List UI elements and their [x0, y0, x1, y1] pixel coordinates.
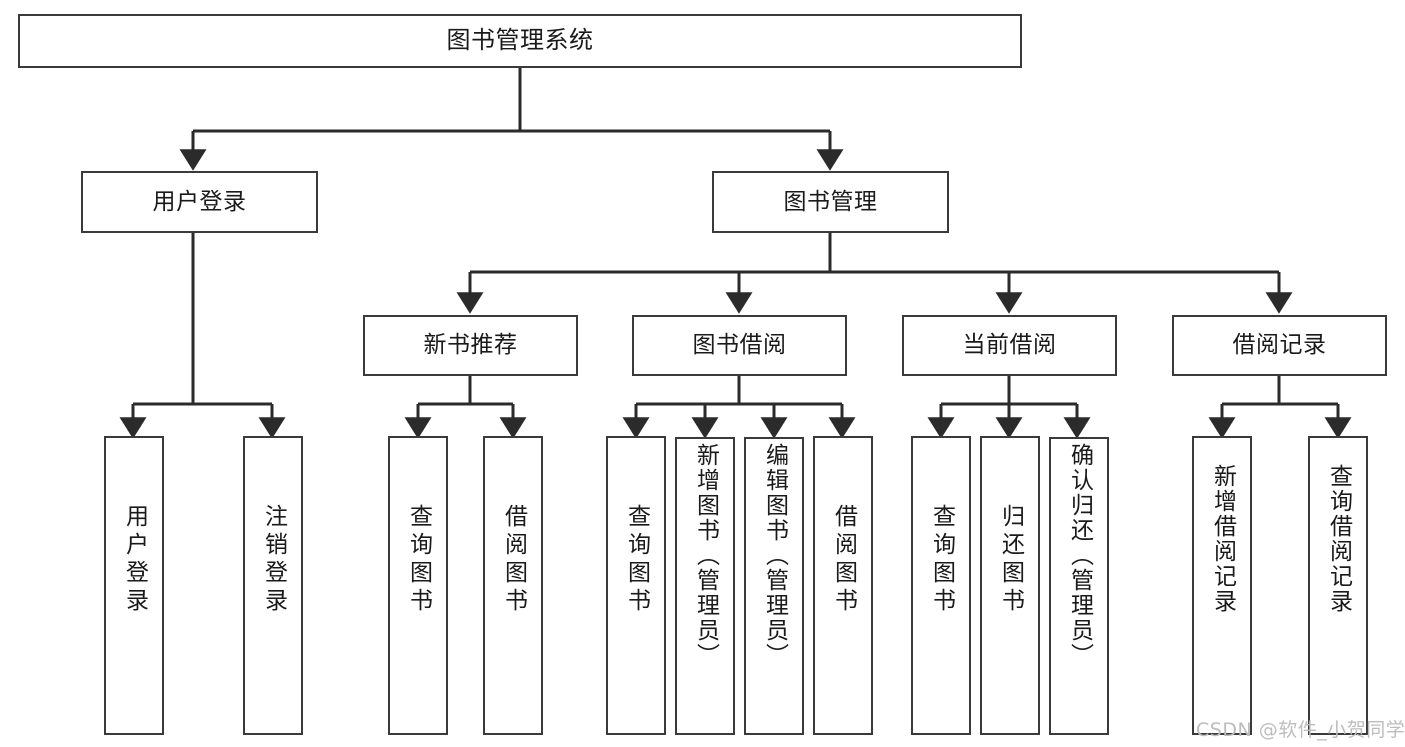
leaf-query-book-2-label: 查询图书: [623, 504, 650, 616]
node-root-label: 图书管理系统: [446, 26, 594, 55]
leaf-add-record-label: 新增借阅记录: [1209, 464, 1236, 614]
leaf-return-book[interactable]: 归还图书: [980, 436, 1040, 735]
node-borrow-record[interactable]: 借阅记录: [1172, 315, 1387, 376]
leaf-logout[interactable]: 注销登录: [243, 436, 303, 735]
node-book-borrow-label: 图书借阅: [692, 332, 787, 359]
node-book-manage[interactable]: 图书管理: [712, 171, 949, 233]
leaf-query-record-label: 查询借阅记录: [1325, 464, 1352, 614]
leaf-add-book[interactable]: 新增图书（管理员）: [675, 437, 735, 735]
node-new-book-rec[interactable]: 新书推荐: [363, 315, 578, 376]
leaf-logout-label: 注销登录: [260, 504, 287, 616]
leaf-user-login[interactable]: 用户登录: [104, 436, 164, 735]
node-book-manage-label: 图书管理: [783, 188, 878, 215]
leaf-return-book-label: 归还图书: [997, 504, 1024, 616]
leaf-query-record[interactable]: 查询借阅记录: [1308, 436, 1368, 735]
node-user-login-label: 用户登录: [152, 188, 247, 215]
leaf-borrow-book-1[interactable]: 借阅图书: [483, 436, 543, 735]
leaf-query-book-1[interactable]: 查询图书: [388, 436, 448, 735]
node-borrow-record-label: 借阅记录: [1232, 332, 1327, 359]
node-root[interactable]: 图书管理系统: [18, 14, 1022, 68]
watermark: CSDN @软件_小贺同学: [1196, 719, 1405, 741]
node-current-borrow-label: 当前借阅: [962, 332, 1057, 359]
leaf-edit-book-label: 编辑图书（管理员）: [761, 443, 788, 668]
leaf-add-record[interactable]: 新增借阅记录: [1192, 436, 1252, 735]
leaf-query-book-1-label: 查询图书: [405, 504, 432, 616]
leaf-confirm-return-label: 确认归还（管理员）: [1066, 443, 1093, 668]
leaf-query-book-2[interactable]: 查询图书: [606, 436, 666, 735]
node-new-book-rec-label: 新书推荐: [423, 332, 518, 359]
node-current-borrow[interactable]: 当前借阅: [902, 315, 1117, 376]
node-book-borrow[interactable]: 图书借阅: [632, 315, 847, 376]
leaf-query-book-3-label: 查询图书: [928, 504, 955, 616]
leaf-confirm-return[interactable]: 确认归还（管理员）: [1049, 437, 1109, 735]
leaf-borrow-book-2-label: 借阅图书: [830, 504, 857, 616]
node-user-login[interactable]: 用户登录: [81, 171, 318, 233]
leaf-user-login-label: 用户登录: [121, 504, 148, 616]
leaf-borrow-book-1-label: 借阅图书: [500, 504, 527, 616]
leaf-query-book-3[interactable]: 查询图书: [911, 436, 971, 735]
leaf-add-book-label: 新增图书（管理员）: [692, 443, 719, 668]
leaf-borrow-book-2[interactable]: 借阅图书: [813, 436, 873, 735]
leaf-edit-book[interactable]: 编辑图书（管理员）: [744, 437, 804, 735]
